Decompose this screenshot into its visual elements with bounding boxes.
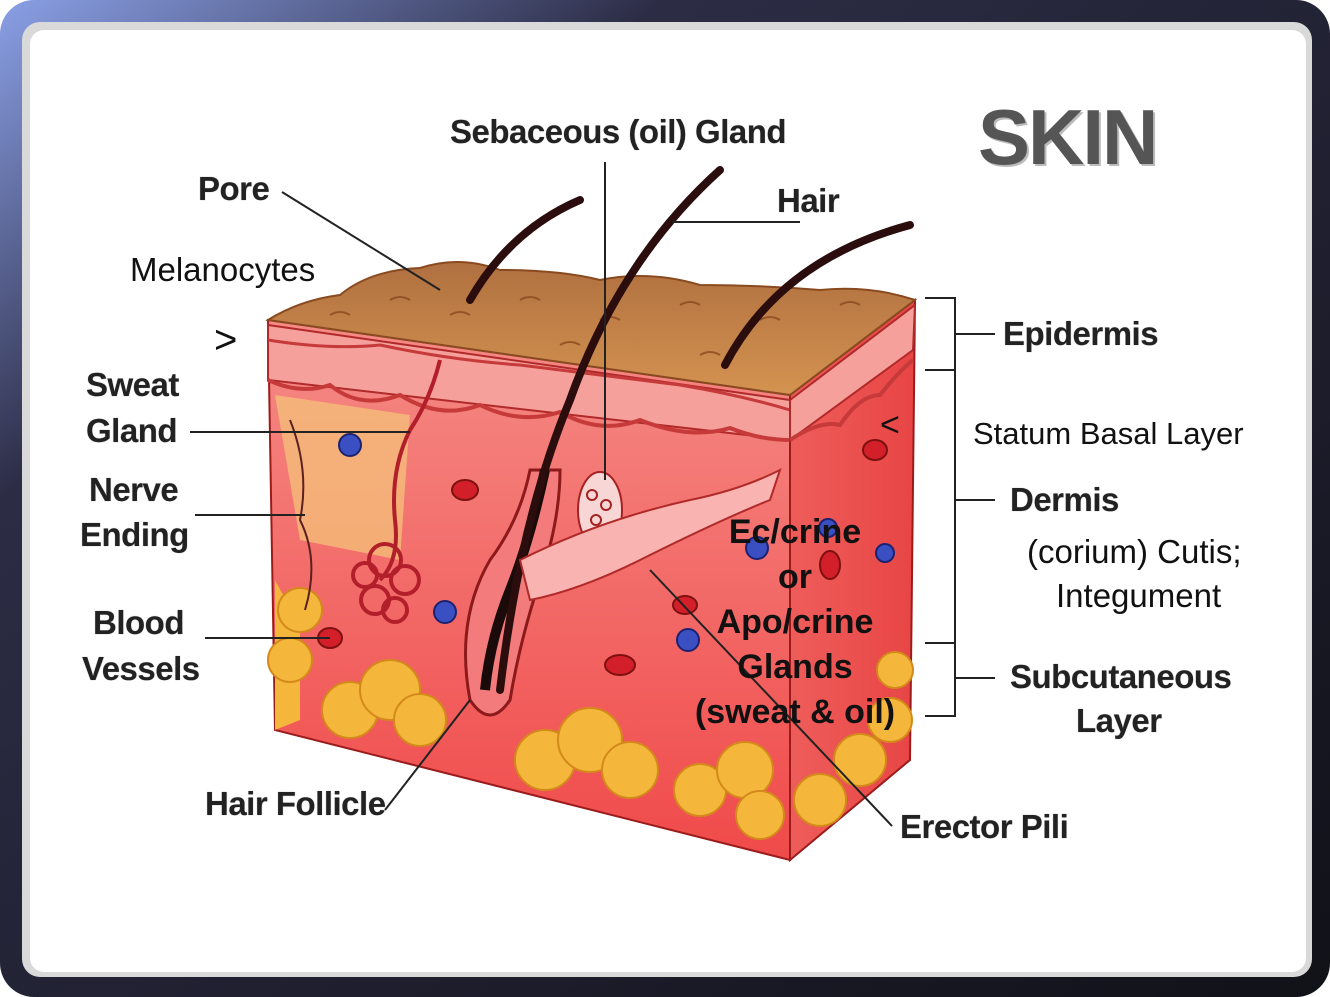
leader-lines (190, 162, 995, 827)
label-melanocytes: Melanocytes (130, 251, 316, 288)
skin-block-illustration (265, 166, 918, 863)
label-glands-line3: Apo/crine (716, 603, 874, 641)
label-hair-follicle: Hair Follicle (205, 785, 386, 822)
label-erector-pili: Erector Pili (900, 808, 1069, 845)
label-glands-line1: Ec/crine (728, 513, 862, 551)
label-subcutaneous-line2: Layer (1076, 702, 1162, 739)
label-arrow-right: > (214, 318, 238, 362)
label-nerve-ending-line2: Ending (80, 516, 189, 553)
label-dermis: Dermis (1010, 481, 1119, 518)
label-sweat-gland-line2: Gland (86, 412, 178, 449)
label-glands-line5: (sweat & oil) (694, 693, 896, 731)
label-glands-block: Ec/crine or Apo/crine Glands (sweat & oi… (670, 510, 920, 735)
label-epidermis: Epidermis (1003, 315, 1159, 352)
label-pore: Pore (198, 170, 270, 207)
label-subcutaneous-line1: Subcutaneous (1010, 658, 1232, 695)
label-hair: Hair (777, 182, 840, 219)
label-sebaceous-gland: Sebaceous (oil) Gland (450, 113, 787, 150)
label-nerve-ending-line1: Nerve (89, 471, 179, 508)
diagram-title: SKIN (978, 93, 1158, 181)
label-blood-vessels-line1: Blood (93, 604, 184, 641)
label-statum-basal-layer: Statum Basal Layer (973, 416, 1244, 451)
label-corium-line2: Integument (1056, 577, 1222, 614)
label-glands-line2: or (778, 558, 812, 596)
label-glands-line4: Glands (737, 648, 853, 686)
label-blood-vessels-line2: Vessels (82, 650, 200, 687)
label-sweat-gland-line1: Sweat (86, 366, 179, 403)
label-corium-line1: (corium) Cutis; (1027, 533, 1242, 570)
label-arrow-left: < (880, 406, 900, 444)
